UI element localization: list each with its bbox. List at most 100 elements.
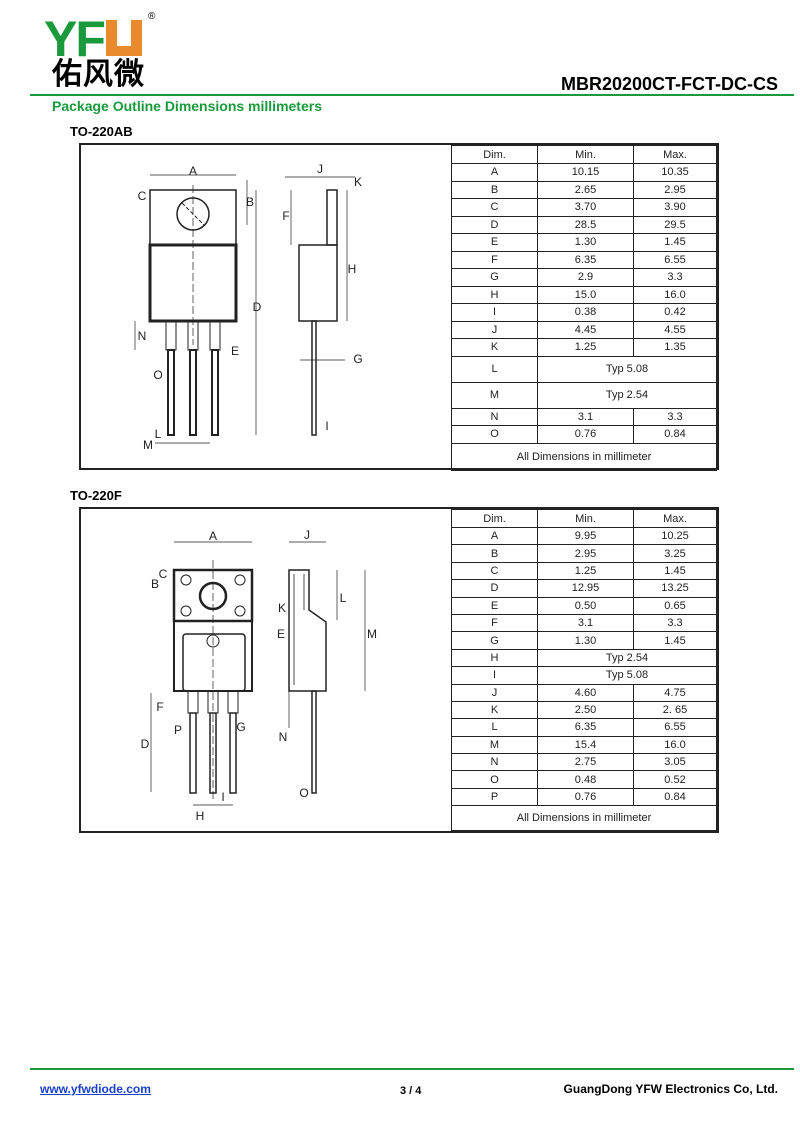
dim-cell: K — [451, 338, 538, 357]
max-cell: 6.55 — [633, 250, 717, 269]
typ-cell: Typ 2.54 — [537, 648, 717, 668]
min-cell: 0.38 — [537, 303, 634, 322]
min-cell: 12.95 — [537, 579, 634, 598]
logo-yf: YF — [44, 11, 106, 67]
dim-cell: L — [451, 355, 538, 383]
label-E: E — [277, 627, 285, 641]
max-cell: 3.90 — [633, 198, 717, 217]
max-cell: 3.3 — [633, 268, 717, 287]
header-divider — [30, 94, 794, 96]
label-M: M — [367, 627, 377, 641]
logo-w-mark — [106, 20, 142, 56]
max-cell: 3.3 — [633, 613, 717, 633]
label-D: D — [253, 300, 262, 314]
label-A: A — [189, 164, 197, 178]
max-cell: 0.65 — [633, 596, 717, 615]
min-cell: 3.1 — [537, 613, 634, 633]
min-cell: 3.70 — [537, 198, 634, 217]
dim-cell: I — [451, 303, 538, 322]
package-box-to220f — [79, 507, 719, 833]
drawing-labels: A B C D E F G H I J K L M N O — [138, 162, 363, 452]
max-cell: 2.95 — [633, 180, 717, 199]
dim-cell: G — [451, 631, 538, 650]
min-cell: 2.9 — [537, 268, 634, 287]
dim-cell: B — [451, 180, 538, 199]
package-box-to220ab — [79, 143, 719, 470]
label-N: N — [279, 730, 288, 744]
max-cell: 10.25 — [633, 526, 717, 546]
min-cell: 2.65 — [537, 180, 634, 199]
column-header: Dim. — [451, 509, 538, 528]
max-cell: 16.0 — [633, 285, 717, 304]
min-cell: 15.4 — [537, 735, 634, 755]
label-P: P — [174, 723, 182, 737]
max-cell: 0.84 — [633, 425, 717, 444]
max-cell: 1.45 — [633, 233, 717, 252]
min-cell: 2.95 — [537, 544, 634, 563]
label-G: G — [236, 720, 245, 734]
min-cell: 4.60 — [537, 683, 634, 702]
dim-cell: O — [451, 425, 538, 444]
part-number: MBR20200CT-FCT-DC-CS — [560, 74, 778, 94]
dim-cell: D — [451, 579, 538, 598]
dim-cell: M — [451, 381, 538, 409]
max-cell: 3.05 — [633, 753, 717, 772]
dim-cell: D — [451, 215, 538, 234]
dim-cell: C — [451, 198, 538, 217]
to220f-drawing: A B C D E F G H I J K L M N O P — [141, 528, 377, 823]
to220ab-drawing: A B C D E F G H I J K L M N O — [134, 162, 363, 452]
registered-mark: ® — [148, 11, 156, 22]
dim-cell: L — [451, 718, 538, 737]
column-header: Min. — [537, 145, 634, 164]
section-title: Package Outline Dimensions millimeters — [52, 98, 322, 114]
label-O: O — [299, 786, 308, 800]
column-header: Max. — [633, 509, 717, 528]
label-A: A — [209, 529, 217, 543]
dim-cell: P — [451, 787, 538, 807]
max-cell: 4.75 — [633, 683, 717, 702]
dim-cell: E — [451, 233, 538, 252]
typ-cell: Typ 2.54 — [537, 381, 717, 409]
label-K: K — [278, 601, 286, 615]
website-link[interactable]: www.yfwdiode.com — [40, 1082, 151, 1096]
min-cell: 1.30 — [537, 233, 634, 252]
max-cell: 0.42 — [633, 303, 717, 322]
max-cell: 13.25 — [633, 579, 717, 598]
table-footnote: All Dimensions in millimeter — [451, 442, 717, 471]
label-G: G — [353, 352, 362, 366]
dim-cell: F — [451, 613, 538, 633]
table-footnote-row: All Dimensions in millimeter — [451, 805, 717, 832]
max-cell: 16.0 — [633, 735, 717, 755]
label-L: L — [155, 427, 162, 441]
dim-cell: H — [451, 285, 538, 304]
dim-cell: O — [451, 770, 538, 789]
dim-cell: G — [451, 268, 538, 287]
column-header: Dim. — [451, 145, 538, 164]
max-cell: 3.3 — [633, 407, 717, 426]
max-cell: 2. 65 — [633, 700, 717, 720]
page-number: 3 / 4 — [400, 1085, 422, 1097]
footer-divider — [30, 1068, 794, 1070]
min-cell: 1.25 — [537, 561, 634, 581]
